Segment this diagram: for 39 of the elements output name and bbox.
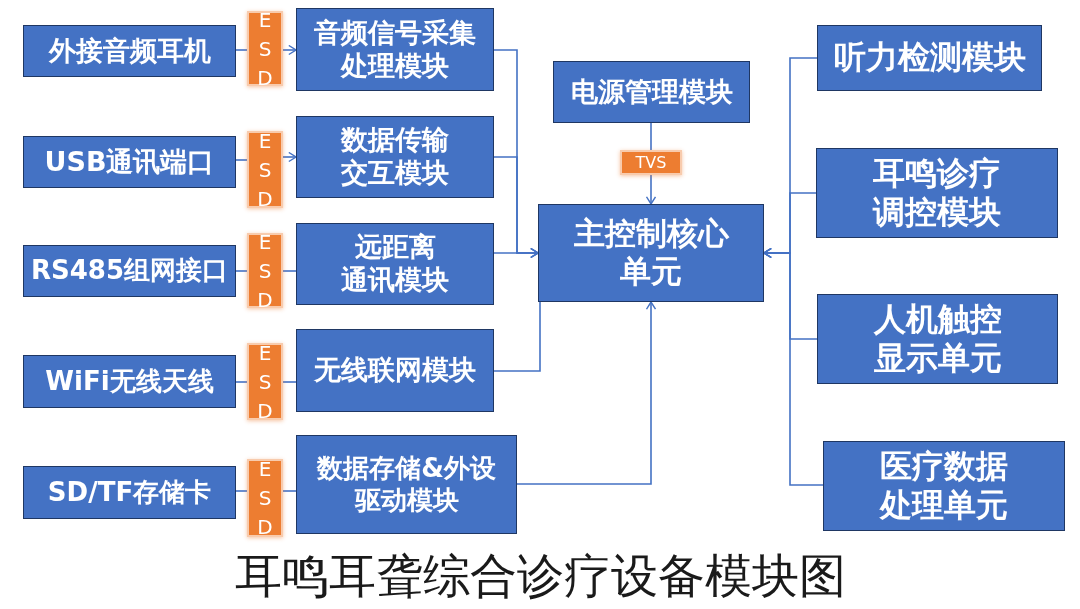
connector-line bbox=[282, 381, 297, 383]
module-box: 远距离通讯模块 bbox=[296, 223, 494, 305]
connector-line bbox=[282, 490, 297, 492]
connector-line bbox=[235, 490, 248, 492]
esd-box: ESD bbox=[247, 131, 283, 208]
core-box: 主控制核心单元 bbox=[538, 204, 764, 302]
arrow bbox=[645, 174, 657, 205]
module-box: 电源管理模块 bbox=[553, 61, 750, 123]
arrow bbox=[516, 301, 657, 485]
connector-line bbox=[235, 159, 248, 161]
connector-line bbox=[235, 49, 248, 51]
connector-line bbox=[235, 381, 248, 383]
esd-box: ESD bbox=[247, 343, 283, 420]
module-box: 听力检测模块 bbox=[817, 25, 1042, 91]
connector-line bbox=[493, 301, 541, 372]
connector-line bbox=[282, 270, 297, 272]
module-box: 数据传输交互模块 bbox=[296, 116, 494, 198]
module-box: 人机触控显示单元 bbox=[817, 294, 1058, 384]
interface-box: SD/TF存储卡 bbox=[23, 466, 236, 519]
arrow bbox=[282, 44, 297, 56]
module-box: 数据存储&外设驱动模块 bbox=[296, 435, 517, 534]
interface-box: 外接音频耳机 bbox=[23, 25, 236, 77]
connector-line bbox=[235, 270, 248, 272]
esd-box: ESD bbox=[247, 11, 283, 86]
module-box: 医疗数据处理单元 bbox=[823, 441, 1065, 531]
module-box: 耳鸣诊疗调控模块 bbox=[816, 148, 1058, 238]
interface-box: USB通讯端口 bbox=[23, 136, 236, 188]
esd-box: ESD bbox=[247, 459, 283, 537]
module-box: 无线联网模块 bbox=[296, 329, 494, 412]
arrow bbox=[282, 151, 297, 163]
arrow bbox=[763, 247, 824, 486]
module-box: 音频信号采集处理模块 bbox=[296, 8, 494, 91]
tvs-box: TVS bbox=[620, 150, 682, 175]
esd-box: ESD bbox=[247, 233, 283, 308]
title: 耳鸣耳聋综合诊疗设备模块图 bbox=[233, 548, 847, 605]
interface-box: RS485组网接口 bbox=[23, 245, 236, 297]
interface-box: WiFi无线天线 bbox=[23, 355, 236, 408]
arrow bbox=[493, 247, 539, 259]
connector-line bbox=[650, 122, 652, 151]
